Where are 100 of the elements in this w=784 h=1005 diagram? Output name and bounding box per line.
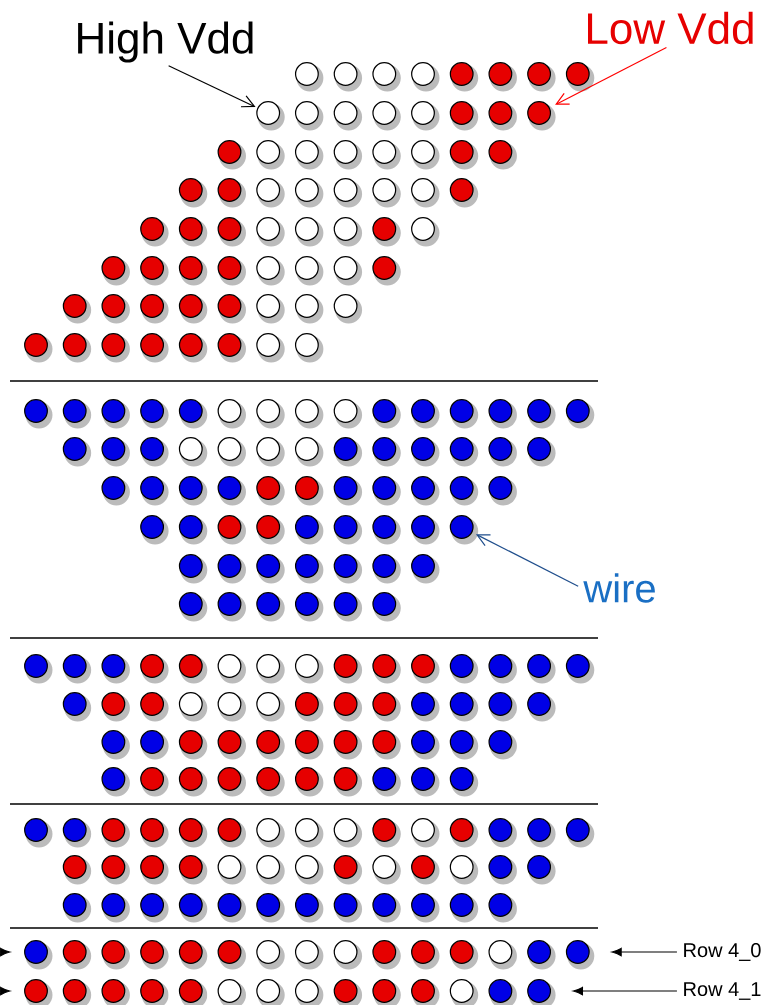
- circle: [101, 692, 130, 722]
- circle: [527, 940, 556, 970]
- circle: [333, 437, 363, 467]
- circle: [101, 855, 130, 885]
- circle: [217, 855, 246, 885]
- circle: [256, 476, 285, 506]
- circle: [178, 554, 208, 584]
- circle: [449, 818, 479, 848]
- circle: [333, 855, 363, 885]
- circle: [256, 140, 285, 170]
- circle: [101, 730, 130, 760]
- circle: [411, 399, 440, 429]
- circle: [178, 476, 208, 506]
- circle: [140, 730, 169, 760]
- circle: [527, 101, 556, 131]
- circle: [217, 437, 246, 467]
- circle: [527, 692, 556, 722]
- circle: [411, 692, 440, 722]
- circle: [256, 767, 285, 797]
- circle: [333, 654, 363, 684]
- circle: [488, 62, 517, 92]
- circle: [411, 554, 440, 584]
- circle: [333, 476, 363, 506]
- circle: [256, 294, 285, 324]
- circle: [140, 515, 169, 545]
- circle: [294, 294, 324, 324]
- circle: [178, 437, 208, 467]
- circle: [140, 217, 169, 247]
- circle: [411, 217, 440, 247]
- circle: [565, 654, 595, 684]
- circle: [488, 940, 517, 970]
- circle: [372, 437, 401, 467]
- circle: [178, 940, 208, 970]
- circle: [449, 855, 479, 885]
- circle: [488, 437, 517, 467]
- circle: [449, 893, 479, 923]
- circle: [449, 101, 479, 131]
- circle: [294, 592, 324, 622]
- circle: [488, 818, 517, 848]
- circle: [256, 101, 285, 131]
- circle: [333, 893, 363, 923]
- arrow: [475, 534, 579, 587]
- circle: [24, 399, 53, 429]
- circle: [178, 767, 208, 797]
- circle: [178, 217, 208, 247]
- circle: [372, 476, 401, 506]
- arrow: [168, 65, 256, 108]
- circle: [178, 515, 208, 545]
- circle: [449, 399, 479, 429]
- circle: [140, 767, 169, 797]
- circle: [178, 399, 208, 429]
- circle: [62, 893, 92, 923]
- circle: [333, 62, 363, 92]
- circle: [333, 140, 363, 170]
- circle: [449, 730, 479, 760]
- circle: [217, 217, 246, 247]
- circle: [178, 256, 208, 286]
- circle: [333, 256, 363, 286]
- callout-label: High Vdd: [78, 21, 253, 63]
- circle: [217, 178, 246, 208]
- circle: [411, 855, 440, 885]
- circle: [101, 767, 130, 797]
- circle: [527, 62, 556, 92]
- circle: [62, 333, 92, 363]
- circle: [62, 940, 92, 970]
- circle: [372, 140, 401, 170]
- circle: [217, 333, 246, 363]
- circle: [488, 140, 517, 170]
- circle: [411, 178, 440, 208]
- circle: [217, 654, 246, 684]
- circle: [217, 940, 246, 970]
- circle: [333, 767, 363, 797]
- circle: [565, 62, 595, 92]
- circle: [449, 767, 479, 797]
- circle: [294, 730, 324, 760]
- arrow: [611, 947, 678, 957]
- circle: [256, 855, 285, 885]
- circle: [217, 767, 246, 797]
- circle: [101, 333, 130, 363]
- circle: [294, 437, 324, 467]
- circle: [178, 294, 208, 324]
- circle: [294, 818, 324, 848]
- circle: [372, 893, 401, 923]
- circle: [217, 515, 246, 545]
- circle: [256, 554, 285, 584]
- circle: [294, 476, 324, 506]
- circle: [449, 654, 479, 684]
- circle: [294, 940, 324, 970]
- circle: [527, 654, 556, 684]
- circle: [411, 62, 440, 92]
- circle: [372, 855, 401, 885]
- circle: [101, 437, 130, 467]
- callout-label: Low Vdd: [588, 11, 753, 45]
- circle: [333, 294, 363, 324]
- circle: [140, 893, 169, 923]
- circle: [217, 294, 246, 324]
- circle: [256, 217, 285, 247]
- circle: [527, 399, 556, 429]
- circle: [372, 818, 401, 848]
- circle: [24, 333, 53, 363]
